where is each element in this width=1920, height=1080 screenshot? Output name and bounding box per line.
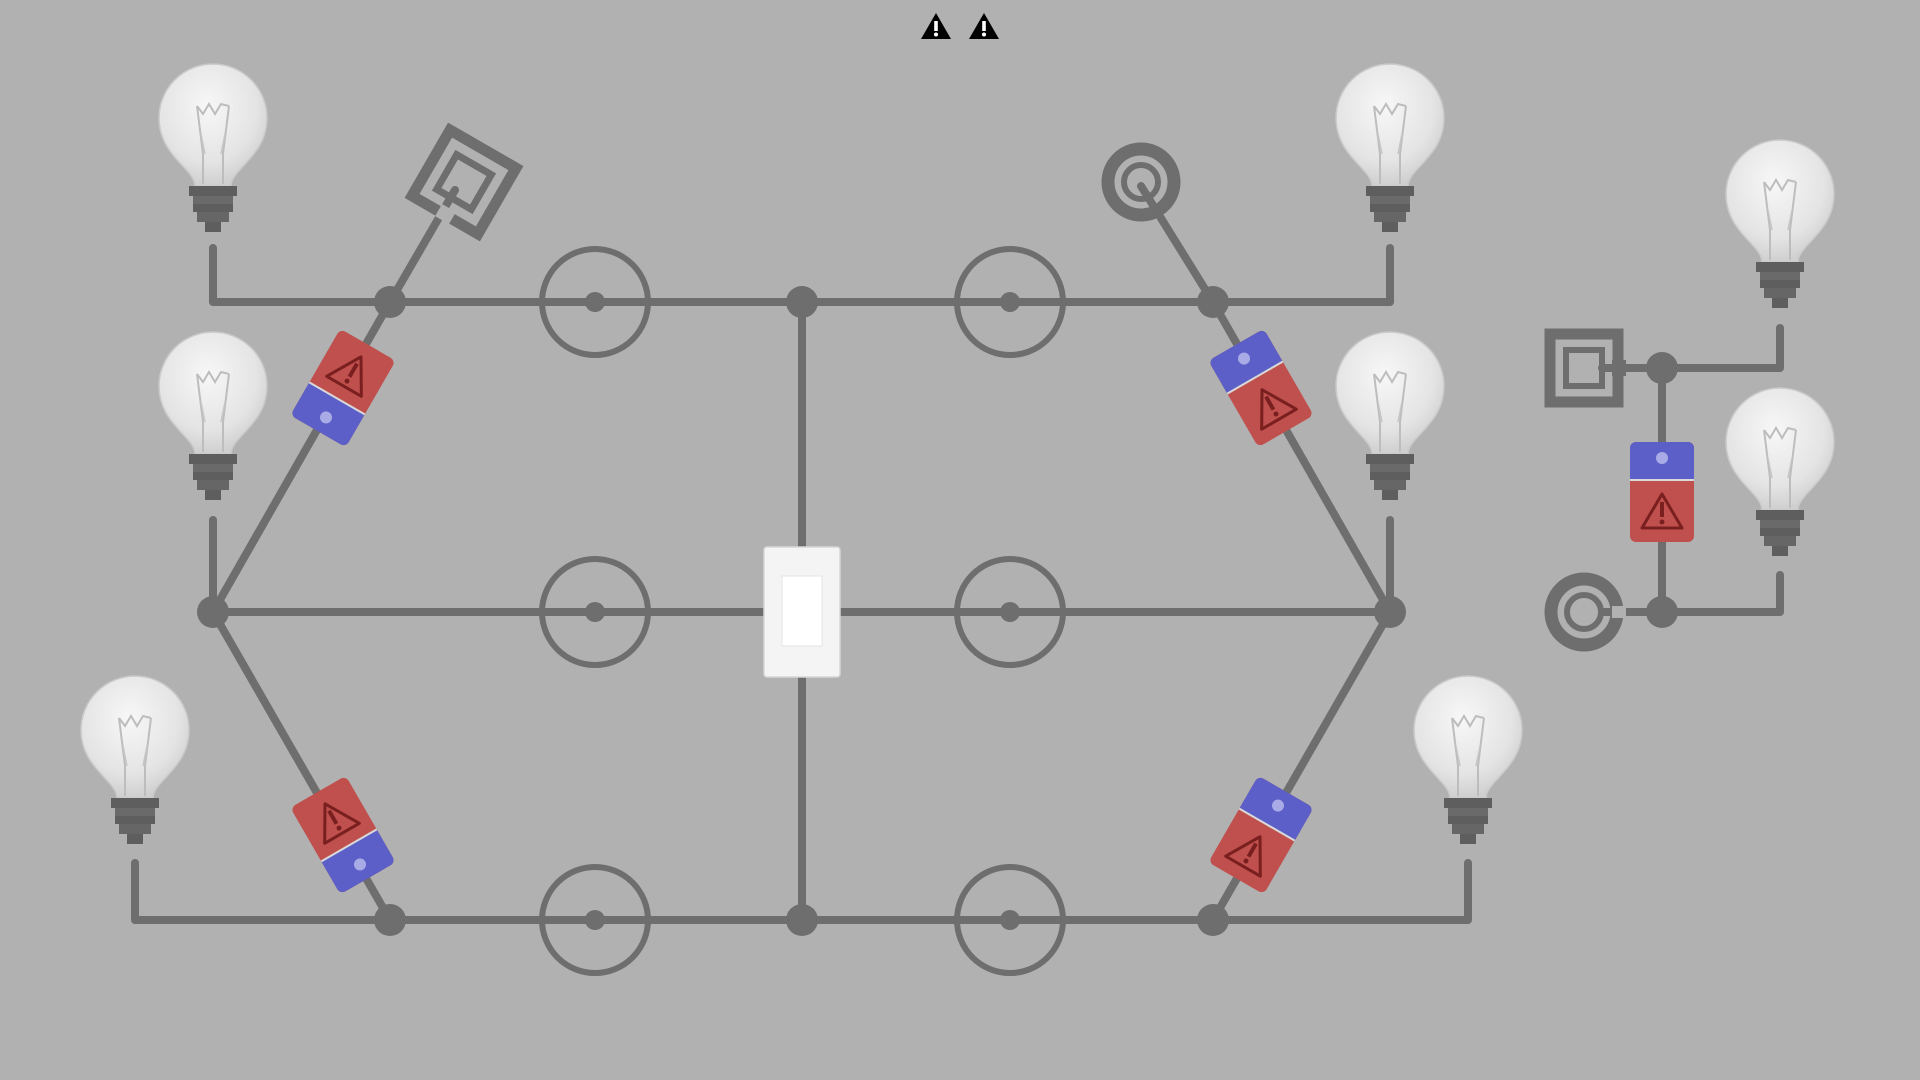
bulbs — [80, 63, 1835, 845]
battery[interactable] — [1206, 774, 1316, 896]
light-bulb — [1725, 387, 1835, 557]
warning-icon — [921, 13, 951, 39]
status-bar — [921, 13, 999, 39]
light-bulb — [1725, 139, 1835, 309]
ring-terminal[interactable] — [1544, 572, 1626, 652]
square-terminal[interactable] — [404, 122, 524, 242]
light-bulb — [158, 63, 268, 233]
light-bulb — [1335, 63, 1445, 233]
battery[interactable] — [288, 774, 398, 896]
battery[interactable] — [288, 327, 398, 449]
light-bulb — [1413, 675, 1523, 845]
wire-nodes — [197, 286, 1678, 936]
light-bulb — [80, 675, 190, 845]
square-terminal[interactable] — [1544, 328, 1626, 408]
battery[interactable] — [1628, 440, 1696, 544]
toggle-switch[interactable] — [763, 546, 841, 678]
light-bulb — [1335, 331, 1445, 501]
warning-icon — [969, 13, 999, 39]
light-bulb — [158, 331, 268, 501]
ring-terminal[interactable] — [1101, 142, 1181, 222]
battery[interactable] — [1206, 327, 1316, 449]
